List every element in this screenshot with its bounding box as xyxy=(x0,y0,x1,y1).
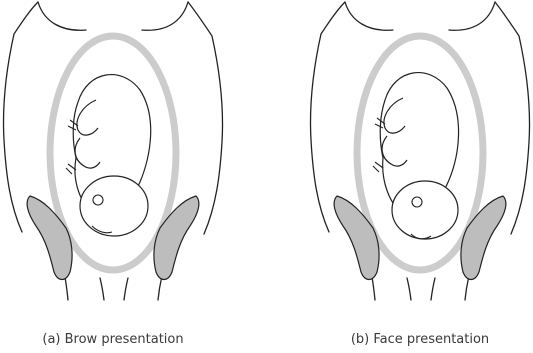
caption-face-presentation: (b) Face presentation xyxy=(307,332,533,347)
inner-leg-left xyxy=(100,278,104,300)
breast-left xyxy=(345,2,393,30)
fetal-head xyxy=(392,181,458,239)
inner-leg-left xyxy=(407,278,411,300)
fetal-head xyxy=(80,176,148,236)
brow-presentation-illustration xyxy=(0,0,226,300)
caption-brow-presentation: (a) Brow presentation xyxy=(0,332,226,347)
breast-left xyxy=(38,2,86,30)
panel-brow-presentation: (a) Brow presentation xyxy=(0,0,226,353)
inner-leg-right xyxy=(124,278,128,300)
breast-right xyxy=(142,2,188,30)
pelvic-bone-left xyxy=(27,196,72,280)
panel-face-presentation: (b) Face presentation xyxy=(307,0,533,353)
pelvic-bone-left xyxy=(334,196,379,280)
breast-right xyxy=(449,2,495,30)
inner-leg-right xyxy=(431,278,435,300)
pelvic-bone-right xyxy=(154,196,199,280)
hand-left xyxy=(373,162,383,172)
pelvic-bone-right xyxy=(461,196,506,280)
face-presentation-illustration xyxy=(307,0,533,300)
